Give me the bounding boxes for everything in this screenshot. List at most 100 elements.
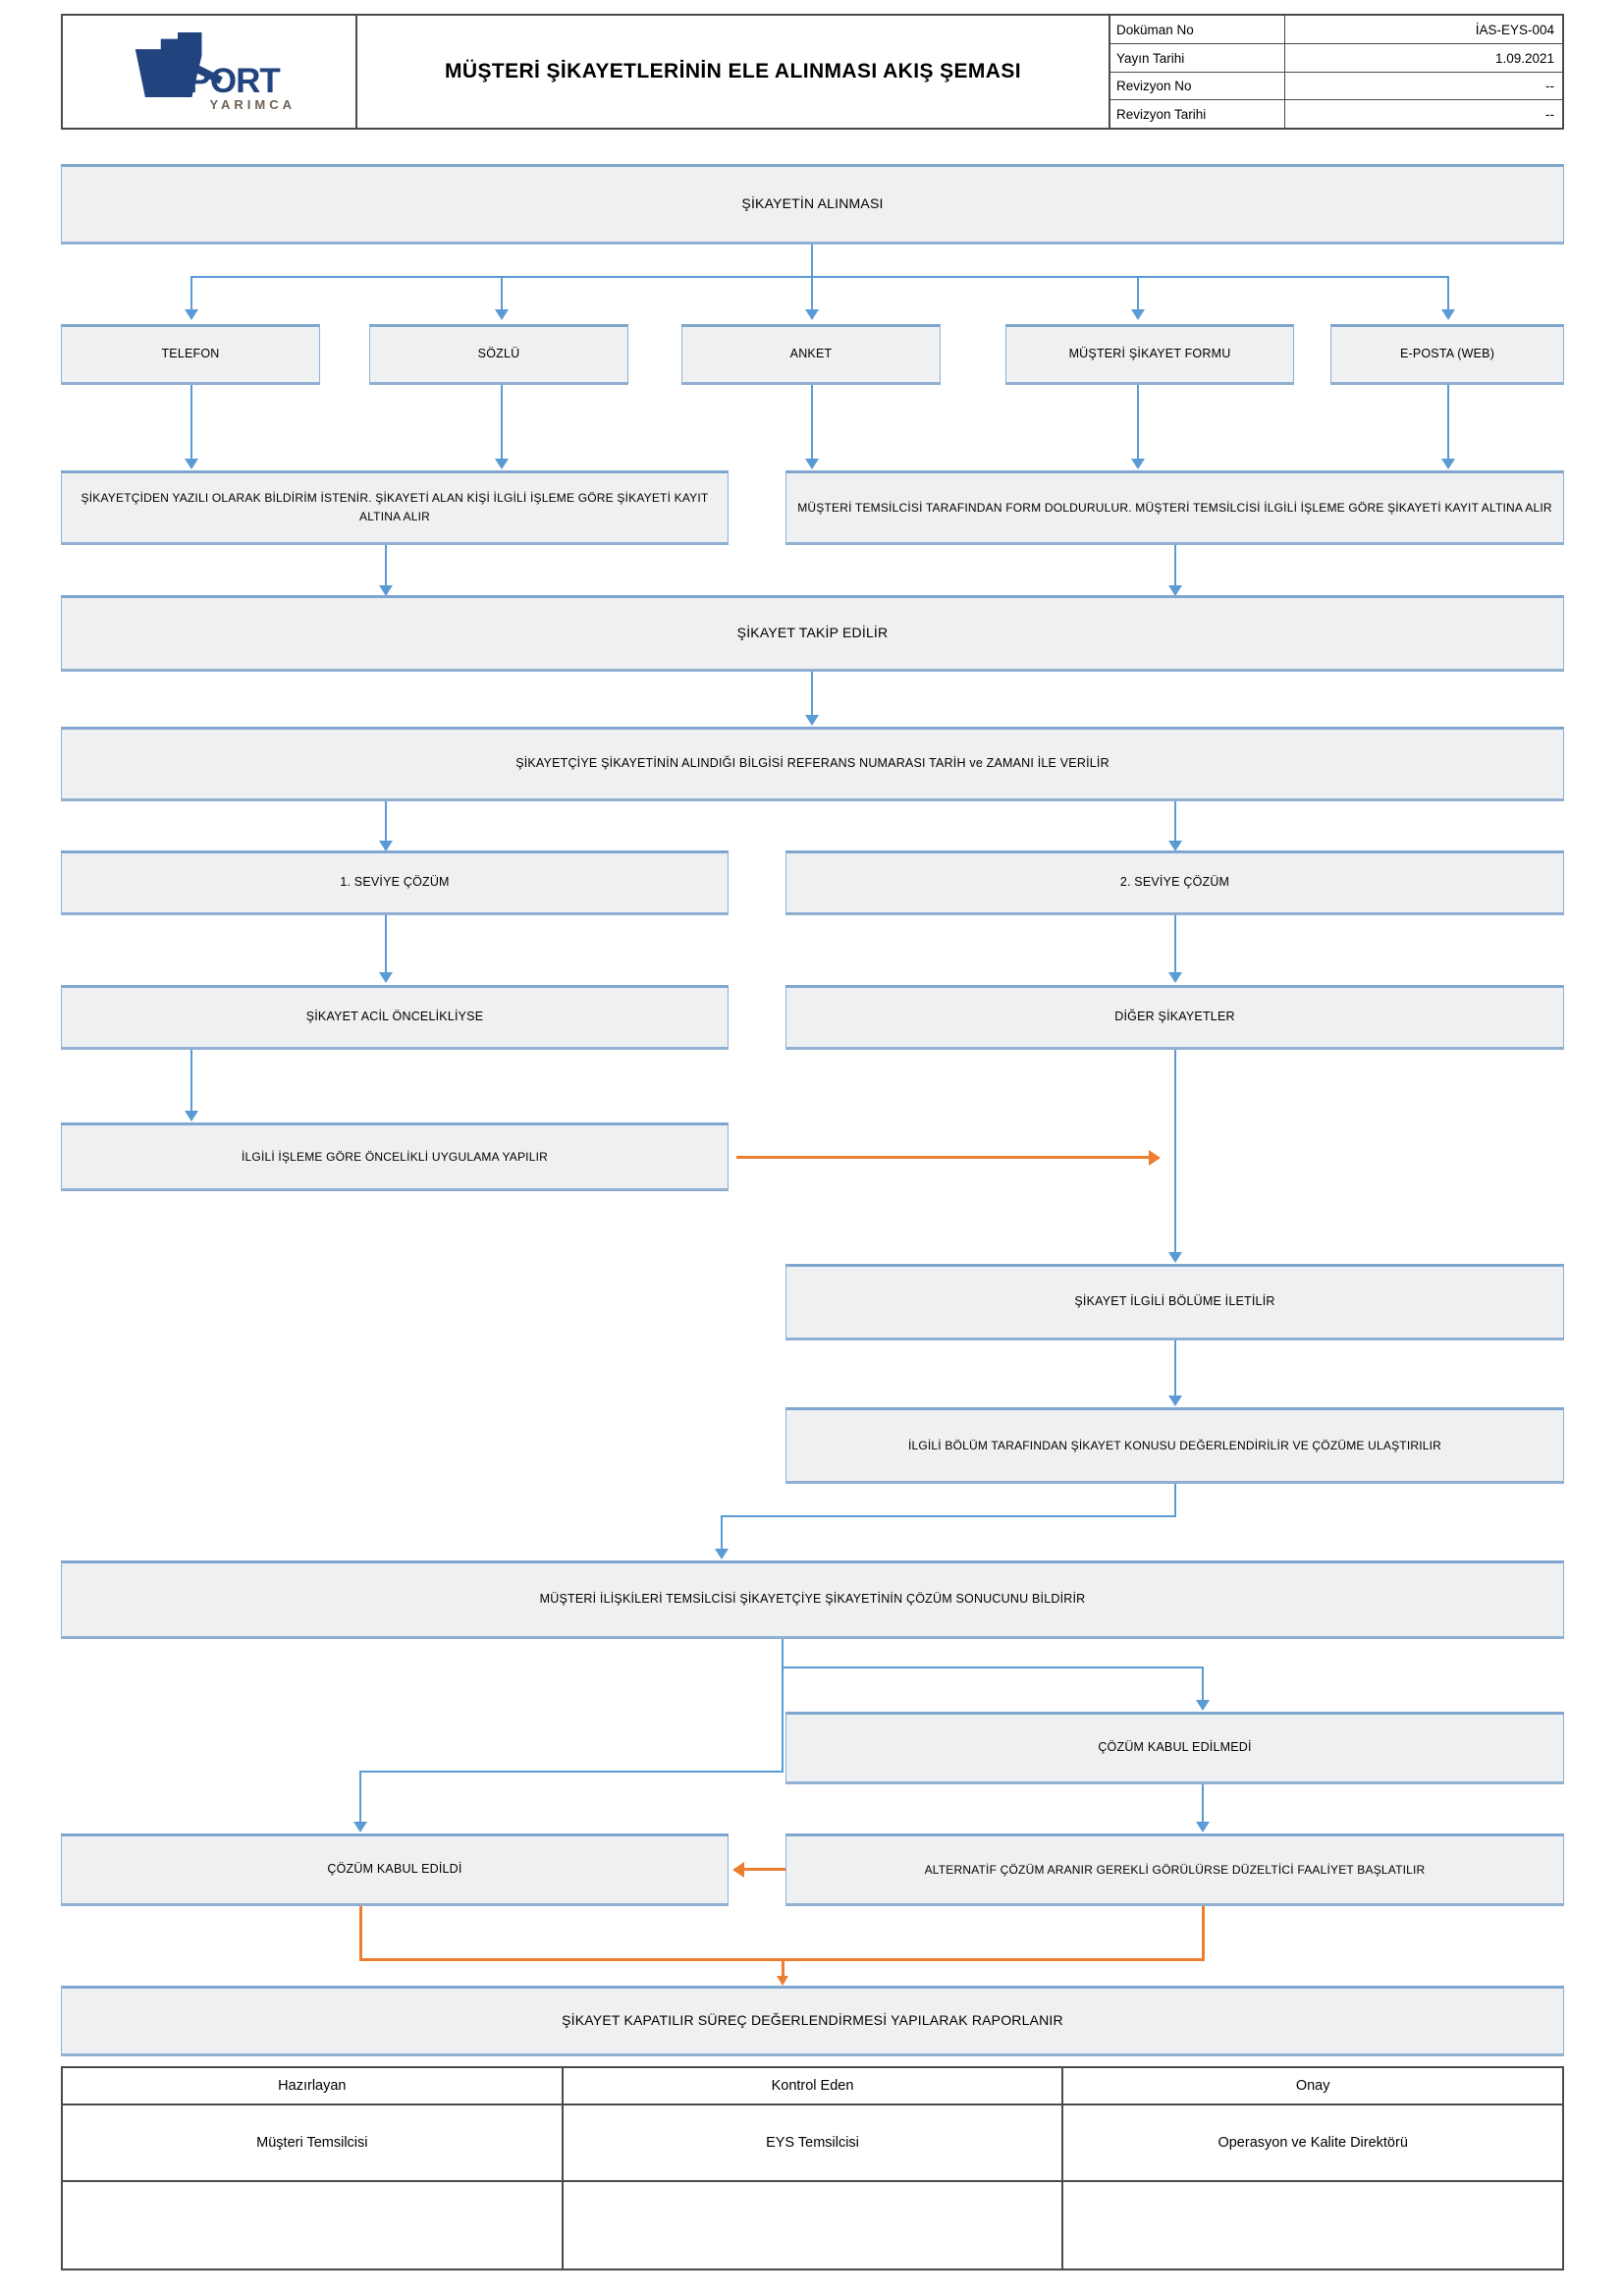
connector-alternative-to-close (1202, 1906, 1205, 1961)
arrowhead-telefon (185, 309, 198, 320)
connector-inform-left (385, 801, 387, 845)
meta-label: Doküman No (1110, 16, 1285, 43)
logo-sub-text: YARIMCA (209, 97, 296, 112)
connector-record-left-down (385, 545, 387, 589)
connector-evaluate-elbow (721, 1515, 1176, 1517)
arrowhead-inform (805, 715, 819, 726)
connector-accepted-drop (359, 1771, 361, 1826)
connector-level2-down (1174, 915, 1176, 976)
arrowhead-record-right-2 (1131, 459, 1145, 469)
meta-value: -- (1545, 107, 1554, 123)
flow-box-channel-sozlu: SÖZLÜ (369, 324, 628, 385)
connector-to-anket (811, 276, 813, 311)
meta-label: Yayın Tarihi (1110, 43, 1285, 72)
arrowhead-follow-left (379, 585, 393, 596)
arrowhead-alternative-orange (732, 1862, 744, 1878)
arrowhead-record-left-2 (495, 459, 509, 469)
connector-evaluate-drop (721, 1515, 723, 1553)
connector-evaluate-stem (1174, 1484, 1176, 1515)
connector-rejected-down (1202, 1784, 1204, 1826)
connector-priority-to-forward (736, 1156, 1149, 1159)
arrowhead-level2 (1168, 841, 1182, 851)
signature-table: Hazırlayan Kontrol Eden Onay Müşteri Tem… (61, 2066, 1564, 2270)
connector-sozlu-down (501, 385, 503, 464)
flow-box-notify: MÜŞTERİ İLİŞKİLERİ TEMSİLCİSİ ŞİKAYETÇİY… (61, 1560, 1564, 1639)
meta-row-publish-date: Yayın Tarihi 1.09.2021 (1110, 43, 1562, 73)
flow-box-record-right: MÜŞTERİ TEMSİLCİSİ TARAFINDAN FORM DOLDU… (785, 470, 1564, 545)
meta-value: 1.09.2021 (1494, 50, 1554, 66)
flow-box-level2: 2. SEVİYE ÇÖZÜM (785, 850, 1564, 915)
arrowhead-priority-action (185, 1111, 198, 1121)
signature-name-row: Müşteri Temsilcisi EYS Temsilcisi Operas… (63, 2105, 1562, 2182)
flow-box-accepted: ÇÖZÜM KABUL EDİLDİ (61, 1833, 729, 1906)
signature-name-checked: EYS Temsilcisi (564, 2105, 1064, 2180)
connector-close-drop (782, 1958, 784, 1980)
connector-form-down (1137, 385, 1139, 464)
connector-fanout-bus (190, 276, 1448, 278)
arrowhead-alternative (1196, 1822, 1210, 1832)
connector-to-telefon (190, 276, 192, 311)
signature-header-row: Hazırlayan Kontrol Eden Onay (63, 2068, 1562, 2105)
port-yarimca-logo-icon: PORT YARIMCA (124, 25, 296, 119)
arrowhead-level1 (379, 841, 393, 851)
flow-box-channel-anket: ANKET (681, 324, 941, 385)
arrowhead-record-left-1 (185, 459, 198, 469)
arrowhead-record-right-1 (805, 459, 819, 469)
connector-anket-down (811, 385, 813, 464)
connector-notify-to-accepted (359, 1771, 784, 1773)
connector-level1-down (385, 915, 387, 976)
flow-box-urgent: ŞİKAYET ACİL ÖNCELİKLİYSE (61, 985, 729, 1050)
flow-box-start: ŞİKAYETİN ALINMASI (61, 164, 1564, 245)
connector-others-down (1174, 1050, 1176, 1256)
connector-to-sozlu (501, 276, 503, 311)
connector-record-right-down (1174, 545, 1176, 589)
meta-row-revision-no: Revizyon No -- (1110, 72, 1562, 101)
flow-box-channel-telefon: TELEFON (61, 324, 320, 385)
signature-name-prepared: Müşteri Temsilcisi (63, 2105, 564, 2180)
connector-notify-stem (782, 1639, 784, 1773)
connector-telefon-down (190, 385, 192, 464)
signature-blank-prepared (63, 2182, 564, 2269)
flow-box-channel-musteri-sikayet-formu: MÜŞTERİ ŞİKAYET FORMU (1005, 324, 1294, 385)
flow-box-channel-eposta-web: E-POSTA (WEB) (1330, 324, 1564, 385)
flow-box-record-left: ŞİKAYETÇİDEN YAZILI OLARAK BİLDİRİM İSTE… (61, 470, 729, 545)
flow-box-priority-action: İLGİLİ İŞLEME GÖRE ÖNCELİKLİ UYGULAMA YA… (61, 1122, 729, 1191)
connector-accepted-to-close (359, 1906, 362, 1961)
arrowhead-forward (1168, 1252, 1182, 1263)
signature-blank-row (63, 2182, 1562, 2269)
connector-to-form (1137, 276, 1139, 311)
arrowhead-urgent (379, 972, 393, 983)
flow-box-inform: ŞİKAYETÇİYE ŞİKAYETİNİN ALINDIĞI BİLGİSİ… (61, 727, 1564, 801)
flow-box-forward: ŞİKAYET İLGİLİ BÖLÜME İLETİLİR (785, 1264, 1564, 1340)
arrowhead-accepted (353, 1822, 367, 1832)
arrowhead-notify (715, 1549, 729, 1559)
connector-follow-down (811, 672, 813, 719)
flow-box-close: ŞİKAYET KAPATILIR SÜREÇ DEĞERLENDİRMESİ … (61, 1986, 1564, 2056)
arrowhead-anket (805, 309, 819, 320)
signature-header-prepared: Hazırlayan (63, 2068, 564, 2104)
meta-row-document-no: Doküman No İAS-EYS-004 (1110, 16, 1562, 44)
signature-name-approved: Operasyon ve Kalite Direktörü (1217, 2135, 1408, 2151)
connector-start-stem (811, 245, 813, 276)
document-title: MÜŞTERİ ŞİKAYETLERİNİN ELE ALINMASI AKIŞ… (357, 16, 1110, 128)
document-header: PORT YARIMCA MÜŞTERİ ŞİKAYETLERİNİN ELE … (61, 14, 1564, 130)
connector-urgent-down (190, 1050, 192, 1115)
flow-box-level1: 1. SEVİYE ÇÖZÜM (61, 850, 729, 915)
arrowhead-others (1168, 972, 1182, 983)
arrowhead-form (1131, 309, 1145, 320)
connector-forward-down (1174, 1340, 1176, 1399)
document-meta-table: Doküman No İAS-EYS-004 Yayın Tarihi 1.09… (1110, 16, 1562, 128)
connector-to-eposta (1447, 276, 1449, 311)
arrowhead-follow-right (1168, 585, 1182, 596)
connector-eposta-down (1447, 385, 1449, 464)
meta-label: Revizyon Tarihi (1110, 100, 1285, 128)
flow-box-alternative: ALTERNATİF ÇÖZÜM ARANIR GEREKLİ GÖRÜLÜRS… (785, 1833, 1564, 1906)
meta-value: -- (1545, 79, 1554, 94)
flow-box-others: DİĞER ŞİKAYETLER (785, 985, 1564, 1050)
arrowhead-record-right-3 (1441, 459, 1455, 469)
signature-header-checked: Kontrol Eden (564, 2068, 1064, 2104)
arrowhead-sozlu (495, 309, 509, 320)
arrowhead-priority-orange (1149, 1150, 1161, 1166)
flow-box-evaluate: İLGİLİ BÖLÜM TARAFINDAN ŞİKAYET KONUSU D… (785, 1407, 1564, 1484)
